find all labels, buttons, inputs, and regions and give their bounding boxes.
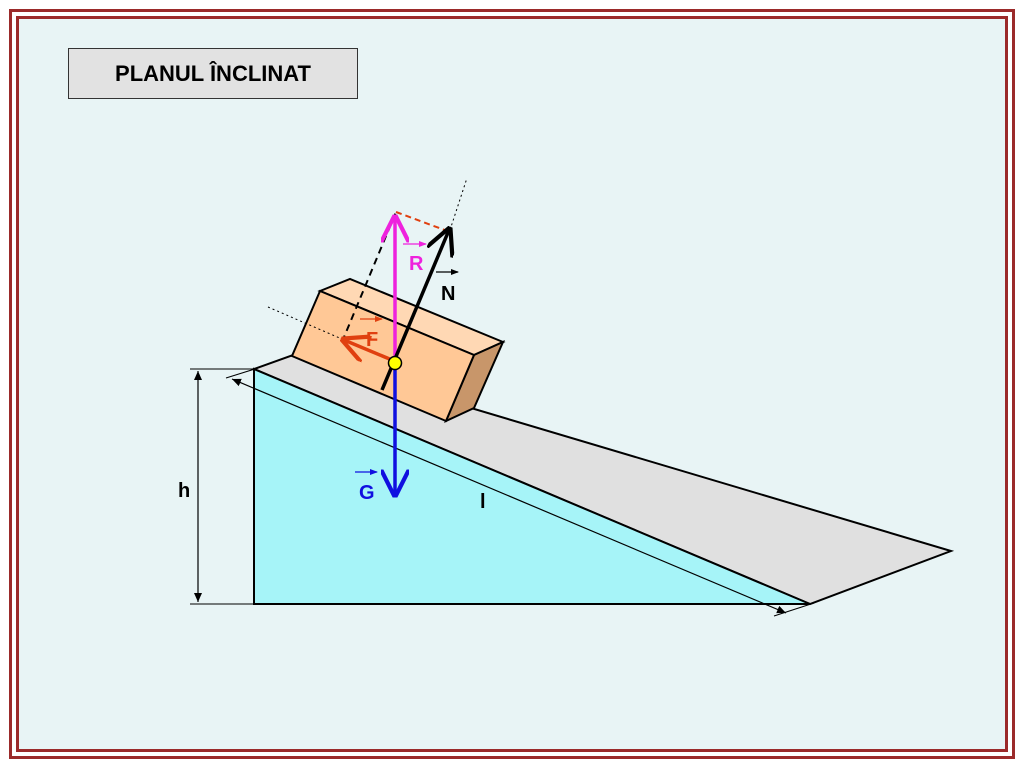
normal-label: N [441, 283, 455, 305]
parallelogram-top-side [395, 211, 451, 233]
slide-frame [9, 9, 1015, 759]
length-extension-bottom [773, 602, 815, 617]
length-extension-top [225, 367, 259, 379]
friction-vector [344, 340, 393, 360]
length-label: l [480, 491, 486, 513]
gravity-label: G [359, 482, 375, 504]
friction-label: F [366, 329, 378, 351]
height-label: h [178, 480, 190, 502]
length-dimension-line [231, 378, 787, 614]
application-point [387, 355, 403, 371]
normal-direction-guide [449, 177, 468, 231]
resultant-label: R [409, 253, 424, 275]
slide-title: PLANUL ÎNCLINAT [68, 48, 358, 99]
